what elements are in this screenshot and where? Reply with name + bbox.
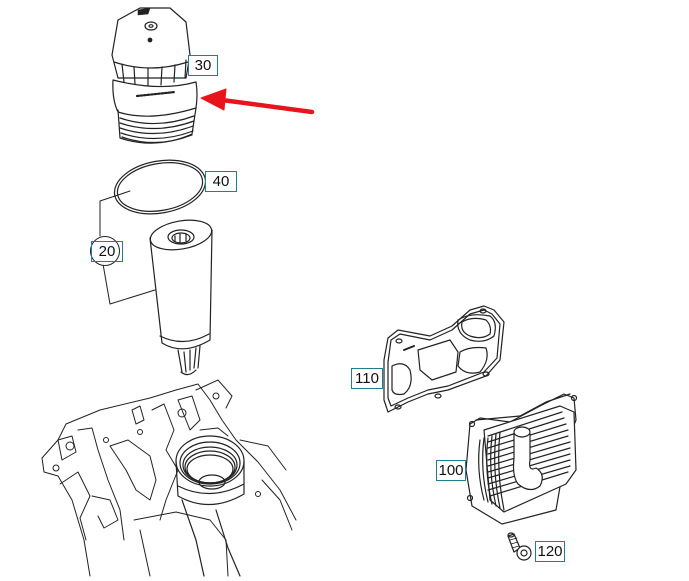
engine-block-drawing	[41, 379, 297, 577]
oil-cooler-drawing	[465, 393, 578, 525]
oil-cooler-gasket-drawing	[383, 305, 505, 413]
callout-20[interactable]: 20	[91, 241, 123, 262]
callout-40[interactable]: 40	[205, 171, 237, 192]
callout-30[interactable]: 30	[188, 55, 218, 76]
oil-filter-cap-drawing	[111, 7, 198, 144]
oil-filter-element-drawing	[149, 219, 213, 376]
o-ring-drawing	[113, 159, 207, 215]
bolt-drawing	[507, 532, 532, 561]
callout-120[interactable]: 120	[535, 541, 565, 562]
callout-110[interactable]: 110	[351, 368, 383, 389]
highlight-arrow	[200, 88, 315, 115]
filter-housing-port-drawing	[175, 435, 245, 577]
kit-bracket-line	[99, 190, 156, 305]
callout-100[interactable]: 100	[436, 460, 466, 481]
